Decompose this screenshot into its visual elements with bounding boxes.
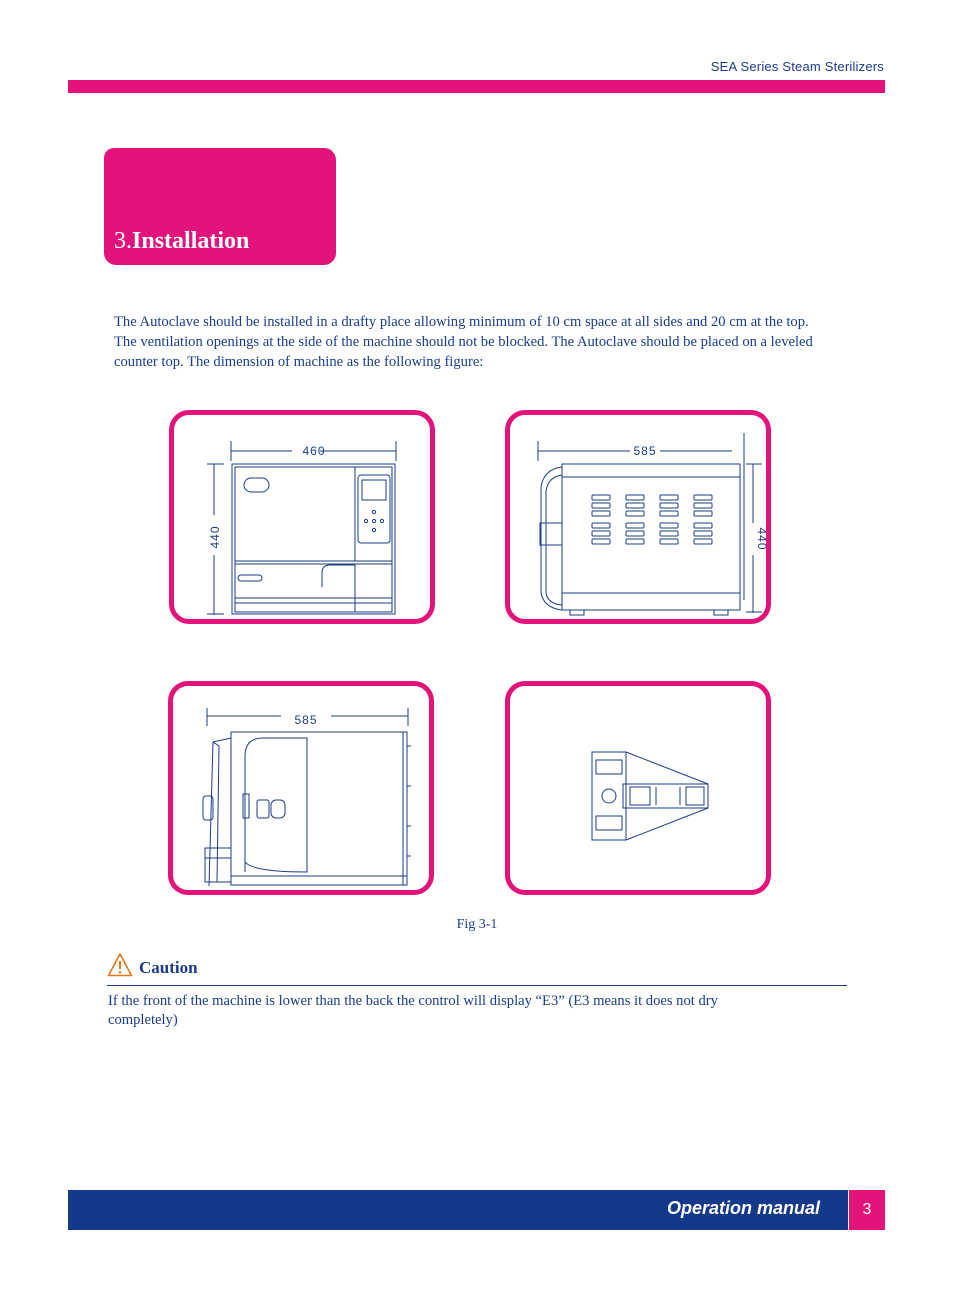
front-width-label: 460 <box>302 444 325 458</box>
top-accent-bar <box>68 80 885 93</box>
top-view-drawing: 585 <box>202 708 411 887</box>
intro-paragraph: The Autoclave should be installed in a d… <box>114 314 813 370</box>
front-height-label: 440 <box>208 525 222 548</box>
side-view-drawing: 585 440 <box>537 433 766 616</box>
section-title-text: Installation <box>132 228 250 254</box>
footer-bar: Operation manual <box>68 1190 848 1230</box>
footer-label: Operation manual <box>666 1198 820 1218</box>
figure-side-view: 585 440 <box>505 410 771 624</box>
side-height-label: 440 <box>755 527 766 550</box>
caution-label: Caution <box>139 958 198 977</box>
caution-divider <box>107 985 847 986</box>
caution-heading: Caution <box>107 952 198 978</box>
figure-front-view: 460 440 <box>169 410 435 624</box>
top-depth-label: 585 <box>294 713 317 727</box>
caution-text: If the front of the machine is lower tha… <box>108 993 718 1028</box>
figure-caption: Fig 3-1 <box>456 917 498 932</box>
warning-icon <box>107 953 133 977</box>
figure-bracket-view <box>505 681 771 895</box>
section-tab: 3.Installation <box>104 148 336 265</box>
section-title: 3.Installation <box>114 228 249 255</box>
page-number: 3 <box>849 1190 885 1230</box>
front-view-drawing: 460 440 <box>207 441 397 615</box>
bracket-view-drawing <box>591 751 709 841</box>
section-number: 3. <box>114 228 132 254</box>
side-vents <box>591 494 713 545</box>
figure-top-view: 585 <box>168 681 434 895</box>
header-title: SEA Series Steam Sterilizers <box>710 59 884 74</box>
side-depth-label: 585 <box>633 444 656 458</box>
